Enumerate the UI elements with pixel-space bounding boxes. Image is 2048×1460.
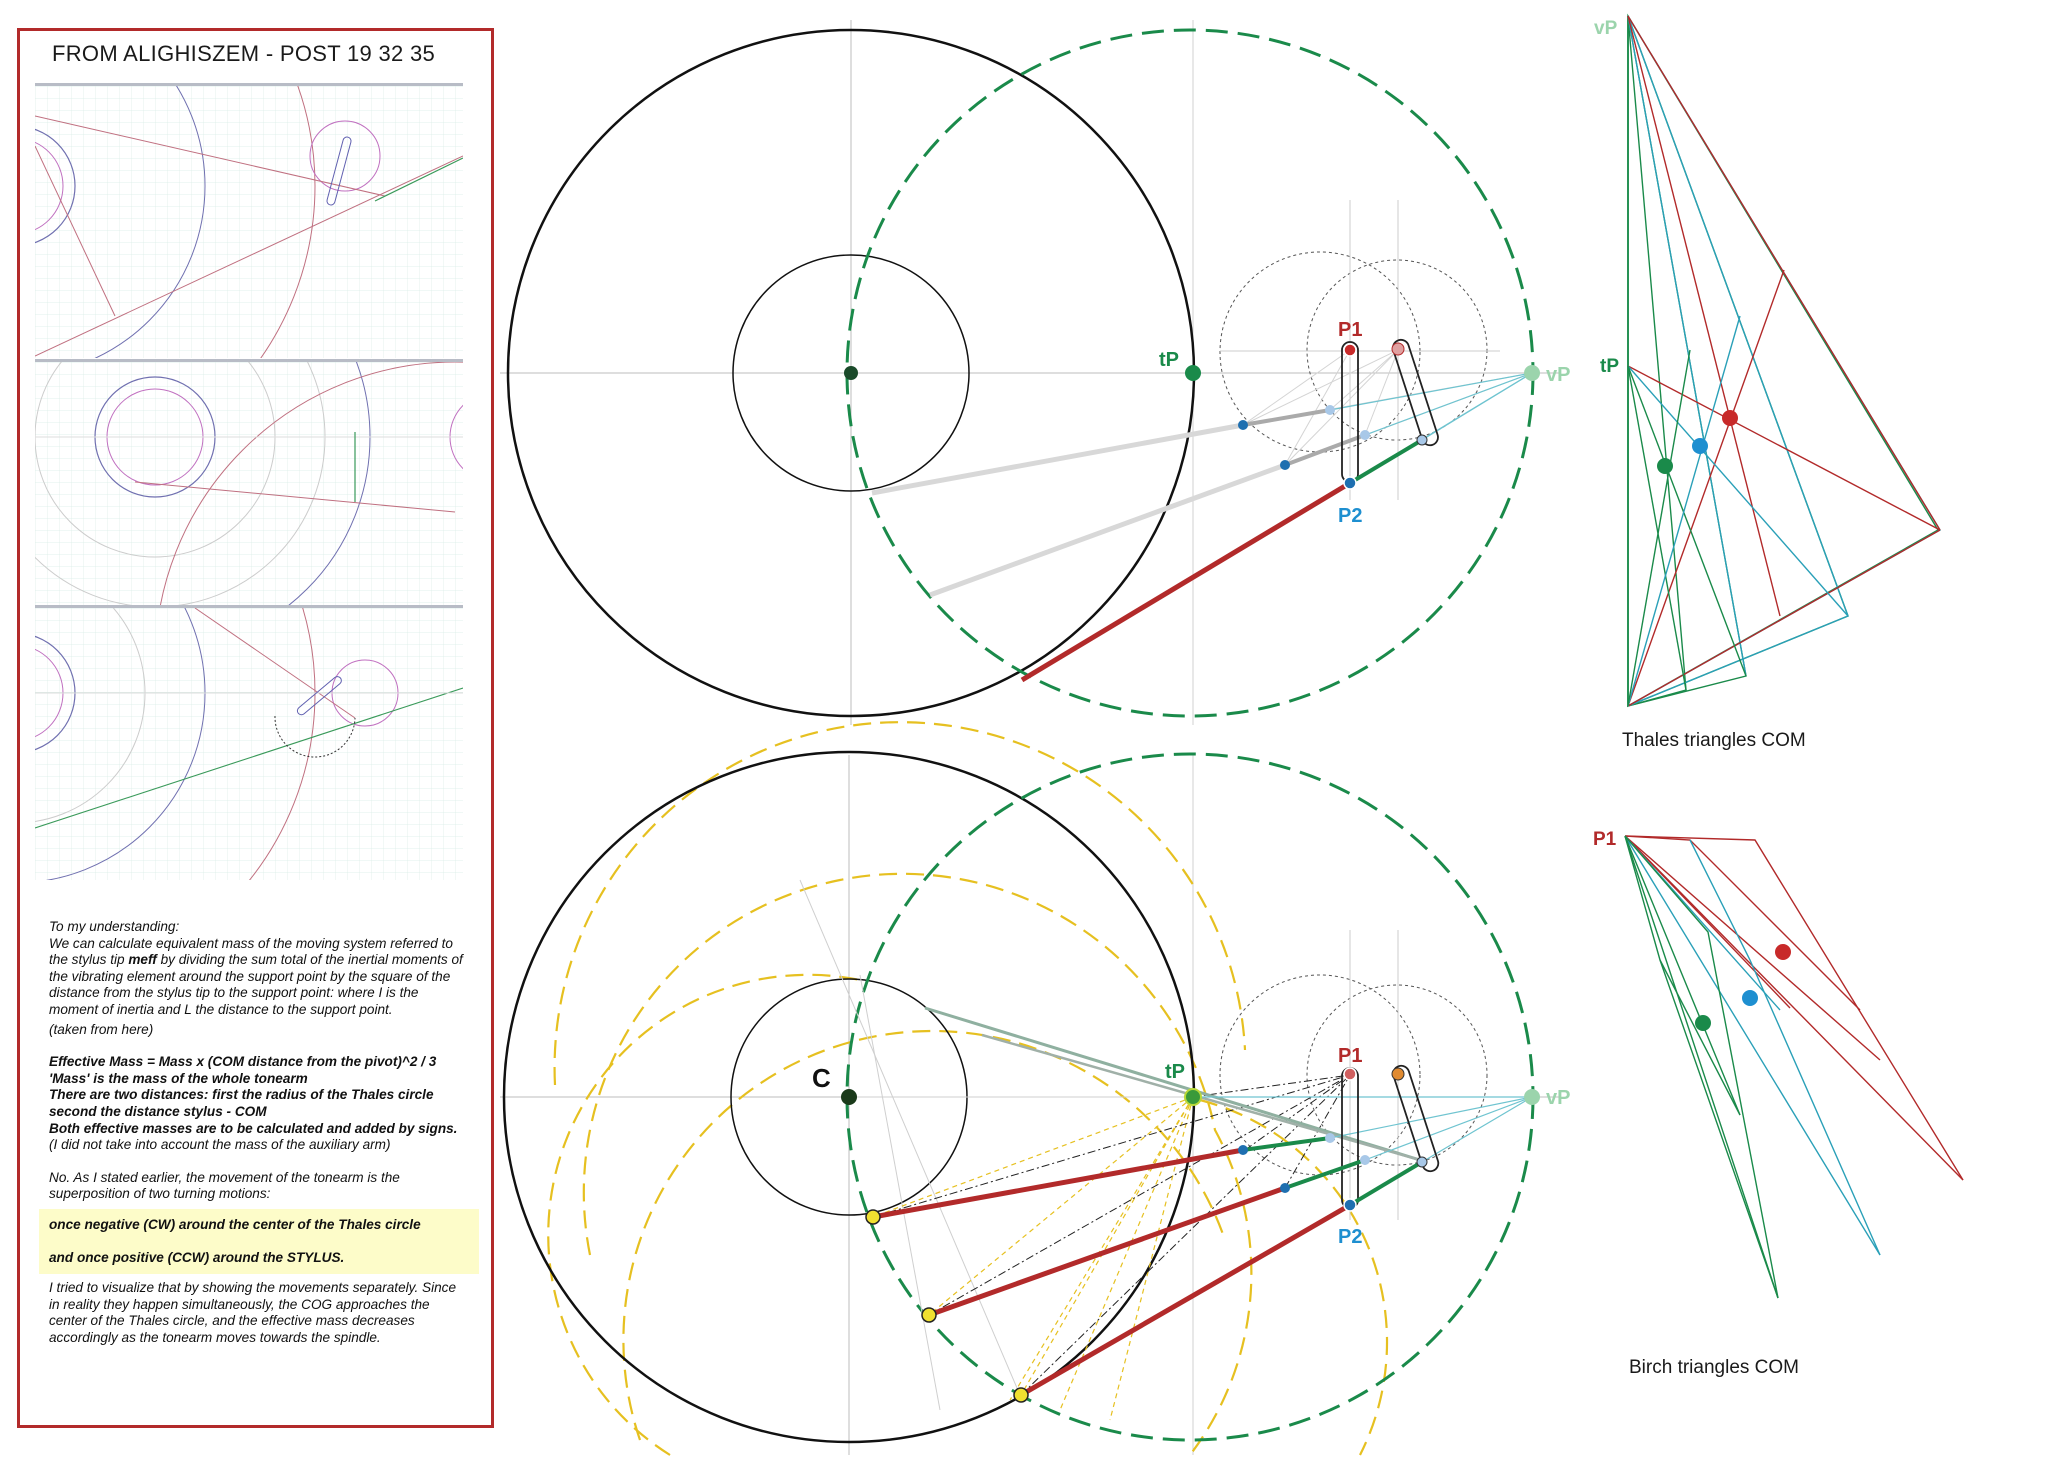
distances-2: second the distance stylus - COM (49, 1103, 267, 1119)
both-masses: Both effective masses are to be calculat… (49, 1120, 458, 1136)
caption-thales: Thales triangles COM (1622, 730, 1806, 751)
tp-point-bottom (1184, 1088, 1202, 1106)
intro-heading: To my understanding: (49, 919, 180, 934)
label-p1-top: P1 (1338, 319, 1362, 341)
bottom-diagram: C P1 P2 tP vP (500, 720, 1570, 1456)
thumbnail-3 (35, 605, 463, 880)
label-tp-top: tP (1159, 349, 1179, 371)
top-diagram: P1 P2 tP vP (500, 20, 1570, 725)
label-vp-bottom: vP (1546, 1087, 1570, 1109)
panel-title: FROM ALIGHISZEM - POST 19 32 35 (52, 41, 436, 66)
label-p2-bottom: P2 (1338, 1226, 1362, 1248)
label-p1-birch: P1 (1593, 829, 1617, 850)
birch-triangles: P1 Birch triangles COM (1593, 829, 1964, 1378)
intro-body: We can calculate equivalent mass of the … (49, 935, 463, 1017)
highlight-2: and once positive (CCW) around the STYLU… (49, 1249, 345, 1265)
aux-note: (I did not take into account the mass of… (49, 1137, 391, 1153)
thumbnail-1 (35, 83, 463, 358)
tp-point-top (1185, 365, 1201, 381)
label-p1-bottom: P1 (1338, 1045, 1362, 1067)
formula: Effective Mass = Mass x (COM distance fr… (49, 1054, 437, 1070)
highlight-box: once negative (CW) around the center of … (39, 1208, 479, 1275)
vp-point-bottom (1524, 1089, 1540, 1105)
mass-note: 'Mass' is the mass of the whole tonearm (49, 1070, 308, 1086)
vp-point-top (1524, 365, 1540, 381)
label-c: C (812, 1063, 831, 1093)
label-vp-thales: vP (1594, 18, 1618, 39)
label-tp-thales: tP (1600, 356, 1619, 377)
thumbnail-2 (35, 359, 463, 606)
highlight-1: once negative (CW) around the center of … (49, 1216, 421, 1232)
center-pivot-top (844, 366, 858, 380)
source-note: (taken from here) (49, 1021, 154, 1037)
label-tp-bottom: tP (1165, 1061, 1185, 1083)
caption-birch: Birch triangles COM (1629, 1357, 1799, 1378)
label-vp-top: vP (1546, 364, 1570, 386)
distances-1: There are two distances: first the radiu… (49, 1087, 434, 1103)
closing-text: I tried to visualize that by showing the… (49, 1280, 457, 1345)
explanation-text: To my understanding: We can calculate eq… (39, 919, 479, 1346)
label-p2-top: P2 (1338, 505, 1362, 527)
movement-text: No. As I stated earlier, the movement of… (49, 1169, 400, 1202)
thales-triangles: vP tP Thales triangles COM (1594, 13, 1941, 751)
center-pivot-bottom (841, 1089, 857, 1105)
source-panel: FROM ALIGHISZEM - POST 19 32 35 (17, 28, 494, 1428)
label-circle-top (732, 254, 970, 492)
